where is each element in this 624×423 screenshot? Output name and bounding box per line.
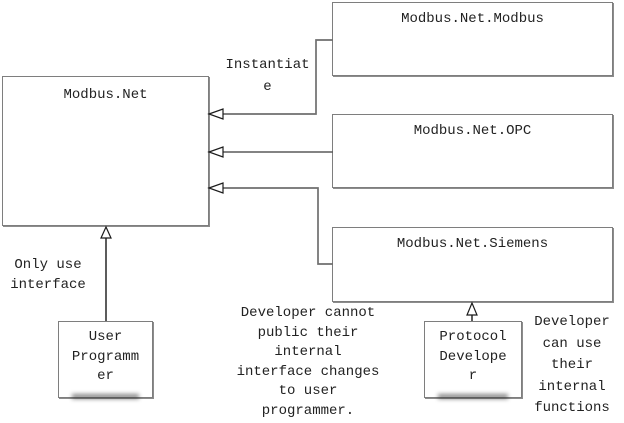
node-modbus-net-siemens-label: Modbus.Net.Siemens bbox=[396, 236, 549, 252]
arrowhead-left-icon bbox=[207, 108, 224, 120]
node-protocol-developer-label: Protocol Developer bbox=[439, 329, 507, 384]
box-bottom-smudge bbox=[438, 394, 508, 399]
edge-siemens-to-main bbox=[207, 182, 333, 265]
node-user-programmer-label: User Programmer bbox=[71, 329, 140, 384]
node-modbus-net: Modbus.Net bbox=[2, 76, 209, 226]
node-user-programmer: User Programmer bbox=[58, 321, 153, 399]
arrowhead-up-icon bbox=[100, 225, 112, 239]
node-modbus-net-opc-label: Modbus.Net.OPC bbox=[413, 123, 532, 139]
node-modbus-net-label: Modbus.Net bbox=[63, 87, 148, 103]
node-modbus-net-modbus: Modbus.Net.Modbus bbox=[332, 2, 613, 76]
box-bottom-smudge bbox=[72, 394, 139, 399]
edge-opc-to-main bbox=[207, 146, 333, 158]
arrowhead-left-icon bbox=[207, 146, 224, 158]
arrowhead-up-icon bbox=[466, 301, 478, 316]
edge-user-to-main bbox=[100, 225, 112, 321]
node-modbus-net-modbus-label: Modbus.Net.Modbus bbox=[401, 11, 544, 27]
edge-protocol-to-siemens bbox=[466, 301, 478, 321]
annotation-developer-cannot: Developer cannot public their internal i… bbox=[236, 305, 380, 419]
node-modbus-net-opc: Modbus.Net.OPC bbox=[332, 114, 613, 188]
annotation-instantiate: Instantiate bbox=[225, 57, 310, 95]
node-modbus-net-siemens: Modbus.Net.Siemens bbox=[332, 227, 613, 302]
annotation-developer-can: Developer can use their internal functio… bbox=[534, 314, 610, 416]
node-protocol-developer: Protocol Developer bbox=[424, 321, 522, 399]
arrowhead-left-icon bbox=[207, 182, 224, 194]
annotation-only-use-interface: Only use interface bbox=[10, 257, 86, 293]
